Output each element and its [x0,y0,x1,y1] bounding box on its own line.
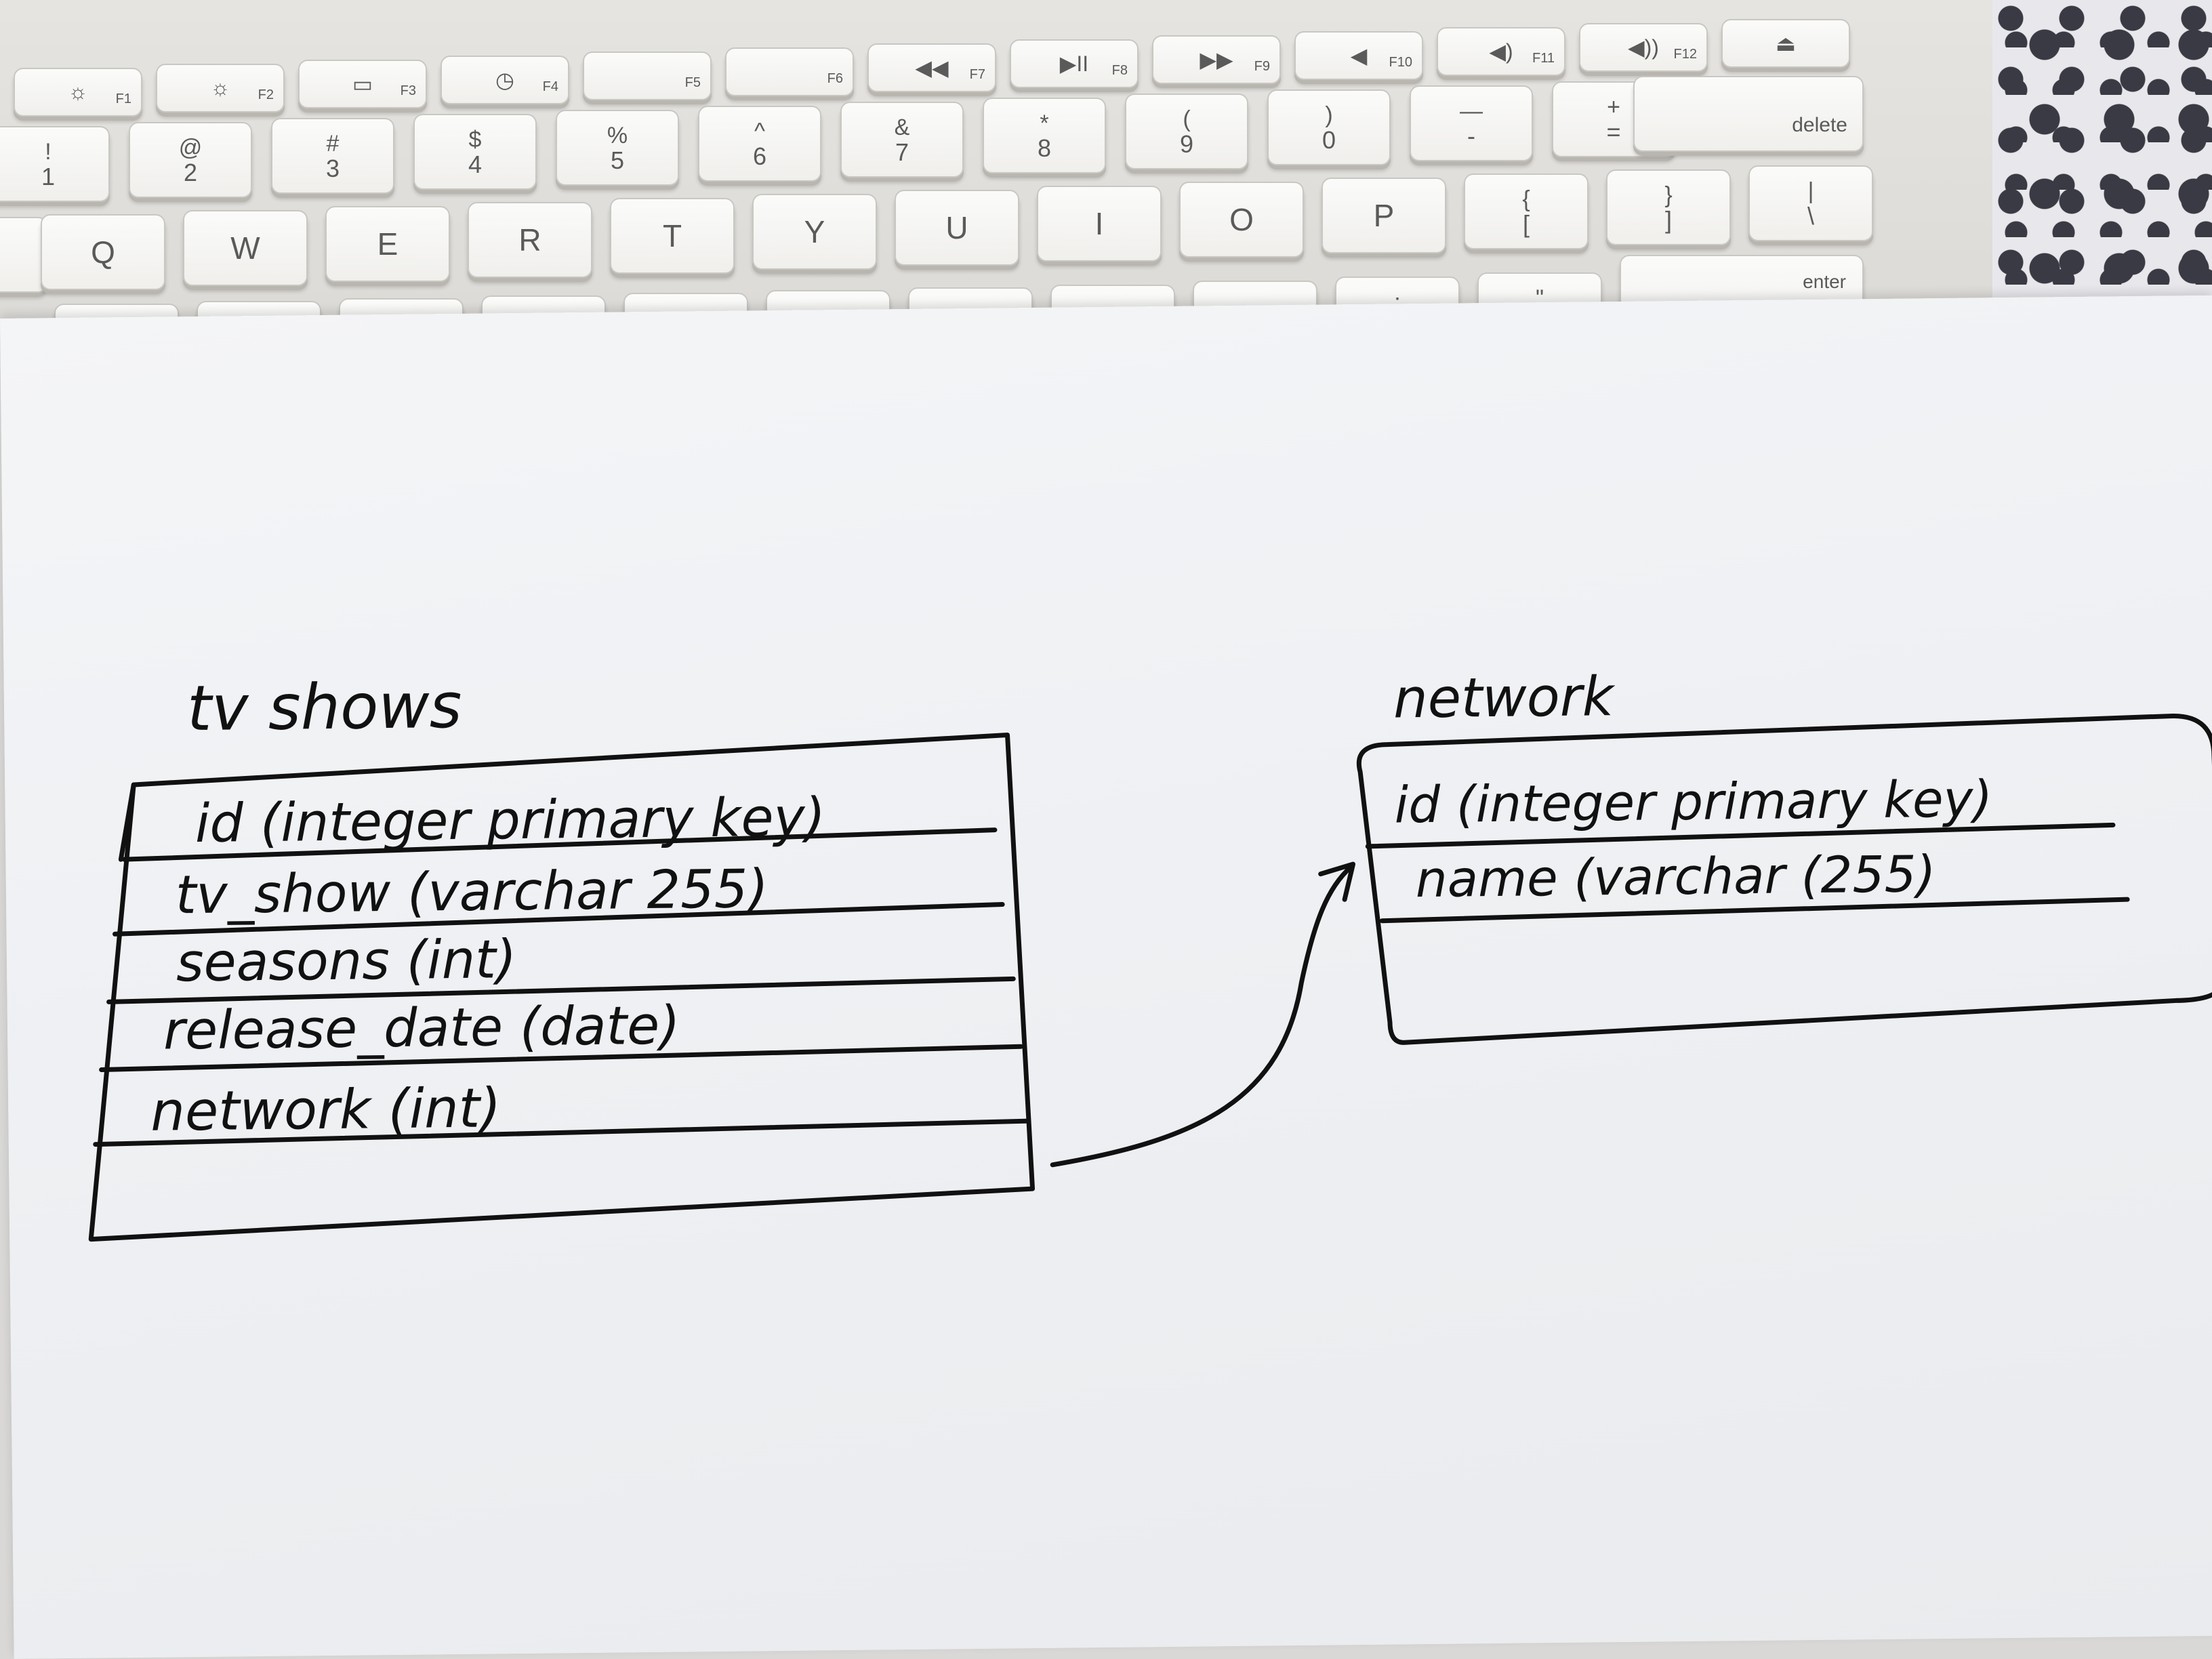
dashboard-icon: ◷ [495,67,514,92]
tv-shows-row-divider [99,1044,1023,1072]
tv-shows-row-divider [93,1118,1031,1147]
network-row-divider [1365,822,2116,849]
key-backslash[interactable]: |\ [1748,165,1873,241]
mute-icon: ◀ [1350,43,1368,68]
mission-control-icon: ▭ [352,71,373,96]
field-network: network (int) [150,1076,501,1143]
eject-icon: ⏏ [1775,30,1797,56]
key-f1[interactable]: ☼ F1 [14,68,142,117]
key-label: F5 [684,75,701,90]
key-f4[interactable]: ◷ F4 [441,56,569,104]
keyboard: ☼ F1 ☼ F2 ▭ F3 ◷ F4 F5 F6 ◀◀ F7 ▶II F8 ▶▶ F9 ◀ F… [0,0,2006,380]
tv-shows-table-outline [88,732,1036,1242]
key-3[interactable]: #3 [271,118,394,194]
key-o[interactable]: O [1179,182,1304,258]
key-close-bracket[interactable]: }] [1606,169,1731,245]
paper-sheet: tv shows id (integer primary key) tv_sho… [0,295,2212,1659]
network-table-outline [1356,713,2212,1045]
key-f2[interactable]: ☼ F2 [156,64,285,112]
field-id: id (integer primary key) [194,787,825,855]
key-f3[interactable]: ▭ F3 [298,60,427,108]
key-0[interactable]: )0 [1267,89,1391,165]
enter-label: enter [1803,271,1846,292]
key-q[interactable]: Q [41,214,165,290]
field-release-date: release_date (date) [163,996,680,1062]
key-delete[interactable]: delete [1633,76,1864,152]
key-label: F7 [969,67,985,82]
key-label: F12 [1673,47,1697,62]
table-title-network: network [1393,665,1616,730]
key-2[interactable]: @2 [129,122,252,198]
key-f9[interactable]: ▶▶ F9 [1152,35,1281,84]
er-diagram: tv shows id (integer primary key) tv_sho… [88,665,2212,1242]
key-6[interactable]: ^6 [698,106,821,182]
key-label: F9 [1254,59,1270,74]
key-label: F6 [827,71,843,86]
key-8[interactable]: *8 [983,98,1106,173]
key-e[interactable]: E [325,206,450,282]
lace-cloth [1992,0,2212,352]
key-9[interactable]: (9 [1125,94,1248,169]
key-t[interactable]: T [610,198,735,274]
key-f12[interactable]: ◀)) F12 [1579,23,1708,72]
key-label: F10 [1389,55,1412,70]
key-5[interactable]: %5 [556,110,679,186]
relationship-arrow [1050,864,1354,1168]
field-tv-show: tv_show (varchar 255) [175,859,769,926]
key-u[interactable]: U [895,190,1019,266]
field-seasons: seasons (int) [176,929,517,994]
key-4[interactable]: $4 [413,114,537,190]
key-label: F2 [258,87,274,102]
key-label: F4 [542,79,558,94]
volume-up-icon: ◀)) [1628,35,1659,60]
tv-shows-row-divider [106,976,1016,1004]
rewind-icon: ◀◀ [915,55,949,80]
tv-shows-row-divider [112,902,1005,937]
key-open-bracket[interactable]: {[ [1464,173,1589,249]
key-label: F1 [115,91,131,106]
key-p[interactable]: P [1322,178,1446,253]
field-network-name: name (varchar (255) [1415,845,1936,909]
key-7[interactable]: &7 [840,102,964,178]
fast-forward-icon: ▶▶ [1200,47,1233,72]
key-label: F3 [400,83,416,98]
tv-shows-row-divider [121,827,998,862]
key-f5[interactable]: F5 [583,52,712,100]
key-1[interactable]: !1 [0,126,110,202]
key-f6[interactable]: F6 [725,47,854,96]
arrowhead-icon [1318,861,1356,902]
key-y[interactable]: Y [752,194,877,270]
key-f11[interactable]: ◀) F11 [1437,27,1565,76]
key-f7[interactable]: ◀◀ F7 [867,43,996,92]
network-row-divider [1379,897,2130,924]
table-title-tv-shows: tv shows [186,670,462,745]
brightness-up-icon: ☼ [210,75,230,100]
key-minus[interactable]: —- [1410,85,1533,161]
volume-down-icon: ◀) [1489,39,1513,64]
key-w[interactable]: W [183,210,308,286]
key-i[interactable]: I [1037,186,1162,262]
key-r[interactable]: R [468,202,592,278]
key-label: F11 [1532,51,1555,66]
key-label: F8 [1111,63,1128,78]
key-eject[interactable]: ⏏ [1721,19,1850,68]
play-pause-icon: ▶II [1059,51,1089,76]
brightness-down-icon: ☼ [68,79,88,104]
key-f8[interactable]: ▶II F8 [1010,39,1139,88]
tv-shows-inner-left [118,782,136,862]
key-f10[interactable]: ◀ F10 [1294,31,1423,80]
field-network-id: id (integer primary key) [1394,770,1992,834]
